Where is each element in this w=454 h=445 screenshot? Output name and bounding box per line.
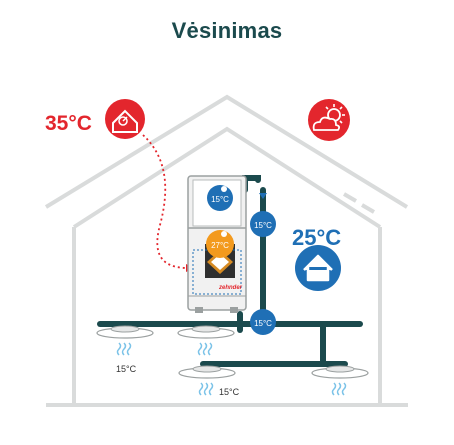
unit-top-temp-bubble: 15°C — [207, 185, 233, 211]
vent-1-temp: 15°C — [116, 364, 137, 374]
sun-cloud-icon — [308, 99, 350, 141]
vent-1 — [96, 325, 154, 339]
diagram-title: Vėsinimas — [171, 18, 283, 43]
airflow-wave-icon — [116, 342, 132, 356]
duct-pipes — [97, 175, 363, 367]
brand-logo: zehnder — [218, 285, 243, 291]
pipe-node-upper-temp: 15°C — [254, 221, 272, 230]
unit-middle-temp: 27°C — [211, 241, 229, 250]
airflow-wave-icons — [116, 342, 347, 396]
airflow-wave-icon — [198, 382, 214, 396]
ceiling-vents — [96, 325, 369, 379]
outdoor-air-arrow — [142, 134, 189, 269]
vent-3 — [178, 365, 236, 379]
airflow-wave-icon — [197, 342, 213, 356]
airflow-wave-icon — [331, 382, 347, 396]
outdoor-thermometer-icon — [105, 99, 145, 139]
vent-3-temp: 15°C — [219, 387, 240, 397]
unit-middle-temp-bubble: 27°C — [206, 230, 234, 258]
roof-dash — [342, 192, 376, 214]
pipe-node-lower: 15°C — [250, 309, 276, 335]
vent-4 — [311, 365, 369, 379]
house-outline — [44, 94, 409, 407]
pipe-node-upper: 15°C — [250, 211, 276, 237]
outside-temperature: 35°C — [45, 112, 92, 135]
house-icon — [295, 245, 341, 291]
unit-top-temp: 15°C — [211, 195, 229, 204]
pipe-node-lower-temp: 15°C — [254, 319, 272, 328]
vent-2 — [177, 325, 235, 339]
airflow-arrow — [259, 193, 267, 199]
inside-temperature: 25°C — [292, 225, 342, 250]
